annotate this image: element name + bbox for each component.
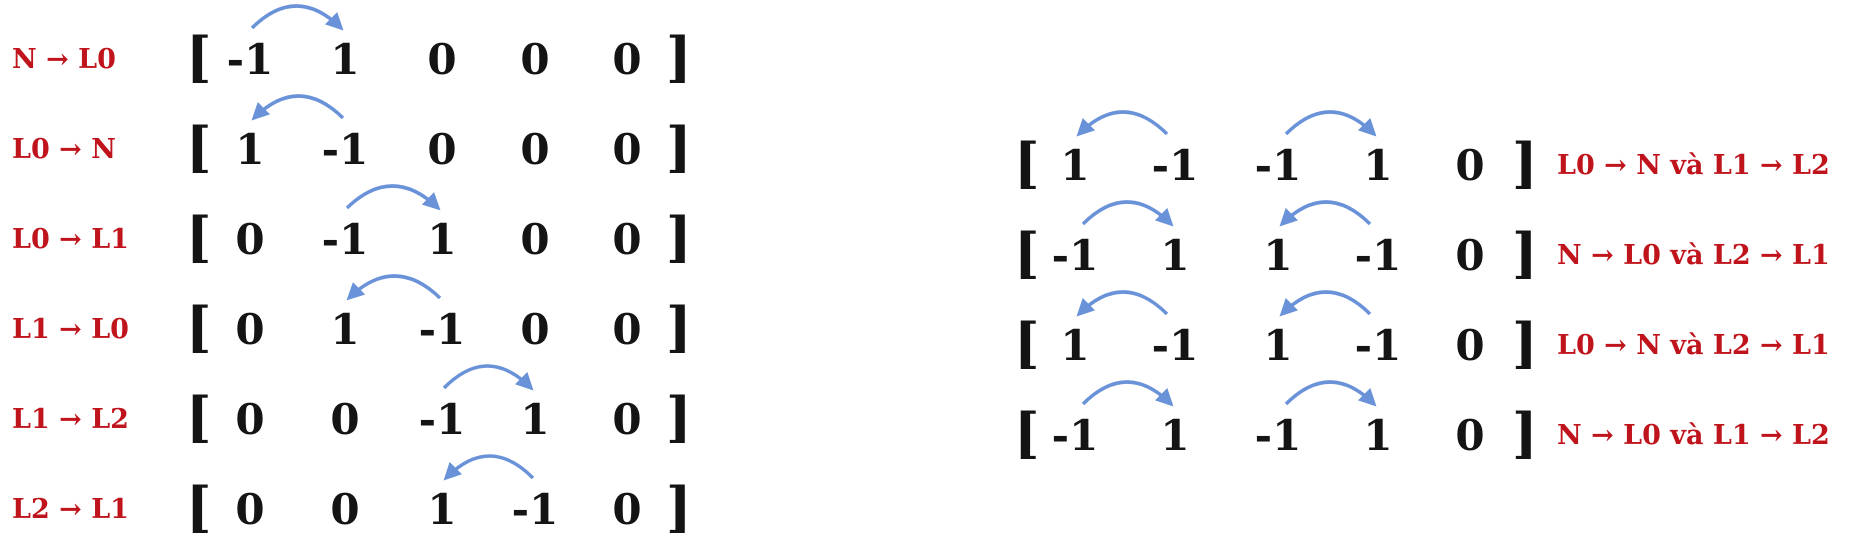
row-label: L0 → N và L1 → L2	[1557, 150, 1830, 181]
vector-entry: -1	[511, 485, 559, 534]
vector-entry: 0	[235, 485, 265, 534]
open-bracket: [	[186, 115, 212, 179]
vector-entry: 0	[330, 395, 360, 444]
vector-entry: 1	[1363, 141, 1393, 190]
transition-arrow	[1076, 110, 1169, 137]
transition-arrow	[346, 274, 442, 301]
transition-arrow	[1081, 200, 1174, 227]
transition-arrow	[442, 364, 534, 391]
vector-entry: 1	[330, 35, 360, 84]
vector-entry: 0	[1455, 321, 1485, 370]
vector-entry: 0	[612, 125, 642, 174]
vector-entry: 0	[427, 35, 457, 84]
row-label: L2 → L1	[12, 494, 129, 525]
vector-entry: -1	[1051, 231, 1099, 280]
transition-arrow	[1279, 290, 1372, 317]
open-bracket: [	[186, 295, 212, 359]
vector-entry: 0	[520, 125, 550, 174]
vector-entry: 0	[612, 485, 642, 534]
close-bracket: ]	[666, 25, 692, 89]
vector-entry: 1	[427, 485, 457, 534]
vector-entry: -1	[418, 305, 466, 354]
vector-entry: 0	[1455, 231, 1485, 280]
vector-entry: 0	[427, 125, 457, 174]
vector-entry: 1	[1363, 411, 1393, 460]
row-label: L0 → L1	[12, 224, 129, 255]
transition-arrow	[1284, 110, 1377, 137]
vector-entry: -1	[418, 395, 466, 444]
transition-arrow	[1076, 290, 1169, 317]
vector-entry: 0	[235, 215, 265, 264]
transition-arrow	[345, 184, 441, 211]
vector-entry: 0	[520, 305, 550, 354]
vector-entry: 0	[1455, 141, 1485, 190]
vector-entry: 1	[1160, 411, 1190, 460]
vector-entry: 0	[235, 305, 265, 354]
transition-arrow	[250, 4, 344, 31]
open-bracket: [	[1014, 131, 1040, 195]
close-bracket: ]	[666, 205, 692, 269]
open-bracket: [	[186, 385, 212, 449]
vector-entry: 0	[235, 395, 265, 444]
close-bracket: ]	[1512, 401, 1538, 465]
vector-entry: 0	[612, 35, 642, 84]
vector-entry: 1	[520, 395, 550, 444]
vector-entry: 0	[612, 395, 642, 444]
vector-entry: 1	[427, 215, 457, 264]
row-label: L1 → L0	[12, 314, 129, 345]
vector-entry: 0	[612, 215, 642, 264]
vector-entry: -1	[1151, 321, 1199, 370]
vector-entry: -1	[1354, 321, 1402, 370]
vector-entry: -1	[321, 215, 369, 264]
vector-entry: 1	[1263, 321, 1293, 370]
open-bracket: [	[1014, 311, 1040, 375]
row-label: N → L0	[12, 44, 116, 75]
vector-entry: 0	[520, 35, 550, 84]
vector-entry: -1	[1354, 231, 1402, 280]
vector-entry: 0	[1455, 411, 1485, 460]
vector-entry: -1	[1254, 141, 1302, 190]
vector-entry: 1	[235, 125, 265, 174]
vector-entry: 1	[1263, 231, 1293, 280]
row-label: L0 → N và L2 → L1	[1557, 330, 1830, 361]
vector-entry: 1	[1060, 141, 1090, 190]
vector-entry: -1	[226, 35, 274, 84]
transition-arrow	[251, 94, 345, 121]
transition-arrow	[1284, 380, 1377, 407]
close-bracket: ]	[1512, 311, 1538, 375]
open-bracket: [	[1014, 401, 1040, 465]
vector-entry: 0	[330, 485, 360, 534]
open-bracket: [	[186, 475, 212, 539]
row-label: L1 → L2	[12, 404, 129, 435]
row-label: N → L0 và L2 → L1	[1557, 240, 1830, 271]
transition-arrow	[1279, 200, 1372, 227]
close-bracket: ]	[666, 475, 692, 539]
row-label: L0 → N	[12, 134, 116, 165]
transition-arrow	[1081, 380, 1174, 407]
close-bracket: ]	[666, 115, 692, 179]
vector-entry: 1	[1060, 321, 1090, 370]
vector-entry: 1	[330, 305, 360, 354]
open-bracket: [	[186, 25, 212, 89]
close-bracket: ]	[1512, 221, 1538, 285]
transition-arrow	[443, 454, 535, 481]
vector-entry: 0	[612, 305, 642, 354]
vector-entry: -1	[1254, 411, 1302, 460]
vector-entry: 0	[520, 215, 550, 264]
open-bracket: [	[1014, 221, 1040, 285]
vector-entry: -1	[321, 125, 369, 174]
open-bracket: [	[186, 205, 212, 269]
vector-entry: -1	[1051, 411, 1099, 460]
row-label: N → L0 và L1 → L2	[1557, 420, 1830, 451]
vector-entry: 1	[1160, 231, 1190, 280]
vector-entry: -1	[1151, 141, 1199, 190]
close-bracket: ]	[666, 385, 692, 449]
close-bracket: ]	[666, 295, 692, 359]
close-bracket: ]	[1512, 131, 1538, 195]
